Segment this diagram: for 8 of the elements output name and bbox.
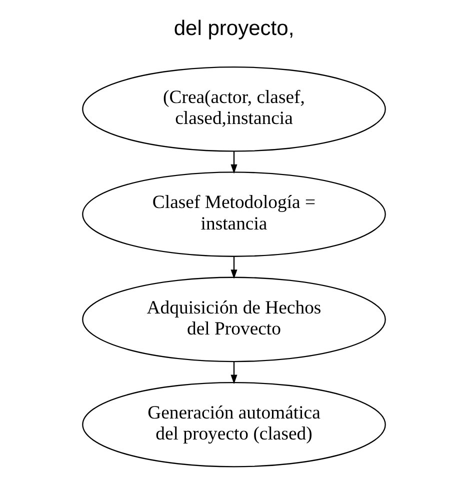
arrow — [230, 256, 237, 279]
arrow — [230, 151, 237, 174]
label: del proyecto, — [173, 16, 294, 40]
node-ellipse: Generación automática del proyecto (clased) — [82, 382, 386, 468]
node-ellipse: Clasef Metodología = instancia — [82, 172, 386, 257]
node-ellipse: (Crea(actor, clasef, clased,instancia — [82, 66, 386, 152]
arrow — [230, 362, 237, 384]
node-ellipse: Adquisición de Hechos del Provecto — [82, 276, 386, 362]
